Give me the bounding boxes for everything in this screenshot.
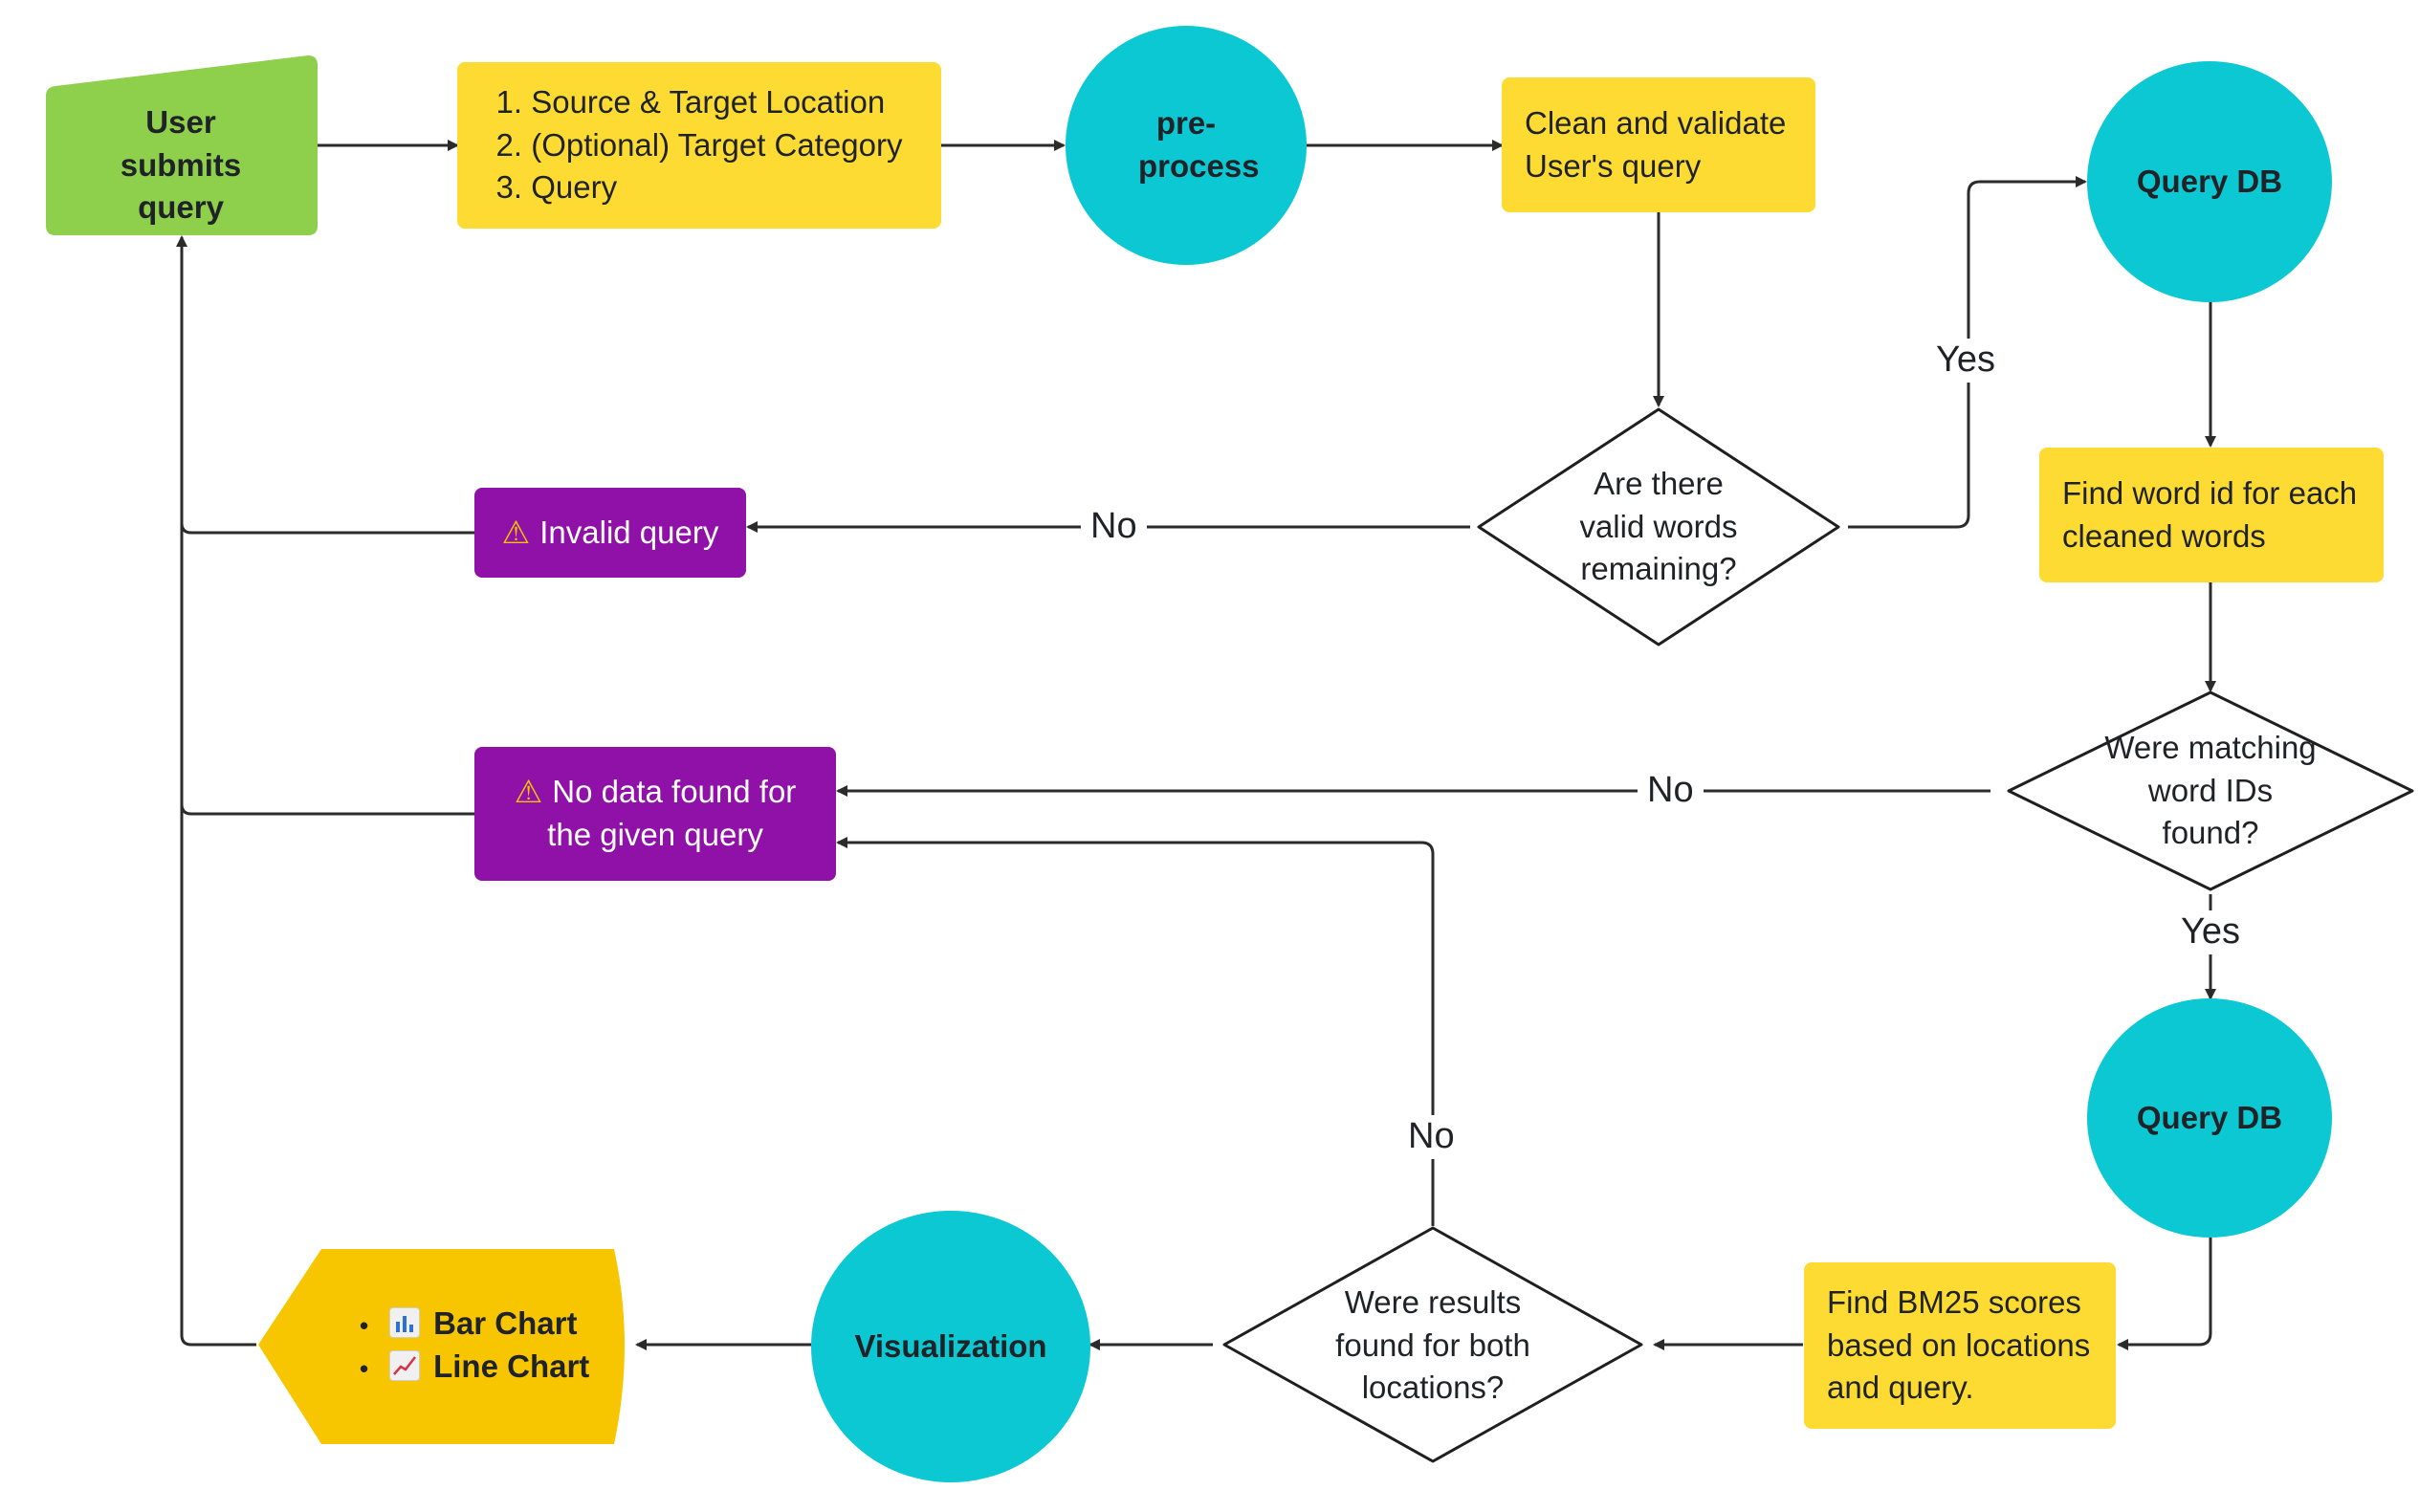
bullet-icon: • <box>360 1354 369 1383</box>
query-db-2-label: Query DB <box>2136 1099 2283 1135</box>
decision-results-found: Were results found for both locations? <box>1291 1272 1574 1419</box>
invalid-query-label: Invalid query <box>539 514 719 550</box>
start-shape <box>46 55 318 235</box>
visualization-label: Visualization <box>854 1327 1047 1364</box>
node-clean-validate: Clean and validate User's query <box>1502 77 1815 212</box>
output-bar-label: Bar Chart <box>433 1305 578 1342</box>
diamond-valid-words <box>1477 407 1840 646</box>
node-preprocess: pre-process <box>1066 26 1307 265</box>
edge-label-yes-1: Yes <box>1926 339 2005 383</box>
edge-label-no-2: No <box>1638 769 1704 813</box>
decision-valid-words: Are there valid words remaining? <box>1527 449 1791 604</box>
edge-label-no-1: No <box>1081 505 1147 549</box>
edge-nodata-to-user <box>180 803 474 816</box>
edge-output-to-user <box>176 235 256 1347</box>
no-data-content: ⚠No data found for the given query <box>502 771 808 857</box>
decision-shapes <box>1222 407 2414 1463</box>
no-data-label: No data found for the given query <box>547 774 797 852</box>
diamond-matching-ids <box>2007 690 2414 891</box>
edge-label-yes-2: Yes <box>2171 910 2250 954</box>
bm25-label: Find BM25 scores based on locations and … <box>1827 1283 2091 1406</box>
node-user-submits-label: User submits query <box>120 103 242 226</box>
preprocess-label: pre-process <box>1138 105 1260 184</box>
output-list: • Bar Chart • Line Chart <box>360 1303 589 1389</box>
query-db-1-label: Query DB <box>2136 163 2283 199</box>
node-chart-outputs: • Bar Chart • Line Chart <box>335 1262 622 1429</box>
node-user-submits-query: User submits query <box>55 104 306 226</box>
decision-results-found-label: Were results found for both locations? <box>1335 1283 1530 1406</box>
edge-decision-no-to-nodata-2 <box>836 837 1435 1226</box>
diamond-results-found <box>1222 1226 1643 1463</box>
decision-matching-ids-label: Were matching word IDs found? <box>2104 729 2317 851</box>
warning-icon: ⚠ <box>501 514 531 550</box>
decision-valid-words-label: Are there valid words remaining? <box>1579 465 1738 587</box>
output-shape <box>258 1249 625 1444</box>
node-invalid-query: ⚠ Invalid query <box>474 488 746 578</box>
bullet-icon: • <box>360 1311 369 1341</box>
bar-chart-icon <box>389 1307 421 1339</box>
inputs-list: 1. Source & Target Location 2. (Optional… <box>496 81 903 210</box>
input-item: 3. Query <box>495 169 618 206</box>
node-query-db-2: Query DB <box>2087 998 2332 1238</box>
node-bm25-scores: Find BM25 scores based on locations and … <box>1804 1262 2116 1429</box>
output-line-label: Line Chart <box>433 1348 590 1384</box>
decision-matching-ids: Were matching word IDs found? <box>2066 717 2355 865</box>
warning-icon: ⚠ <box>514 774 543 810</box>
edge-querydb2-to-bm25 <box>2117 1238 2212 1350</box>
edge-label-no-3: No <box>1398 1115 1464 1159</box>
node-query-inputs: 1. Source & Target Location 2. (Optional… <box>457 62 941 229</box>
edge-invalid-to-user <box>180 522 474 535</box>
node-find-word-id: Find word id for each cleaned words <box>2039 448 2384 582</box>
node-query-db-1: Query DB <box>2087 61 2332 302</box>
node-visualization: Visualization <box>811 1211 1090 1482</box>
find-word-id-label: Find word id for each cleaned words <box>2062 474 2358 554</box>
line-chart-icon <box>389 1350 421 1381</box>
input-item: 1. Source & Target Location <box>495 83 886 120</box>
node-no-data-found: ⚠No data found for the given query <box>474 747 836 881</box>
output-item-line: • Line Chart <box>360 1346 589 1389</box>
input-item: 2. (Optional) Target Category <box>495 126 903 163</box>
clean-validate-label: Clean and validate User's query <box>1525 104 1787 184</box>
output-item-bar: • Bar Chart <box>360 1303 589 1346</box>
